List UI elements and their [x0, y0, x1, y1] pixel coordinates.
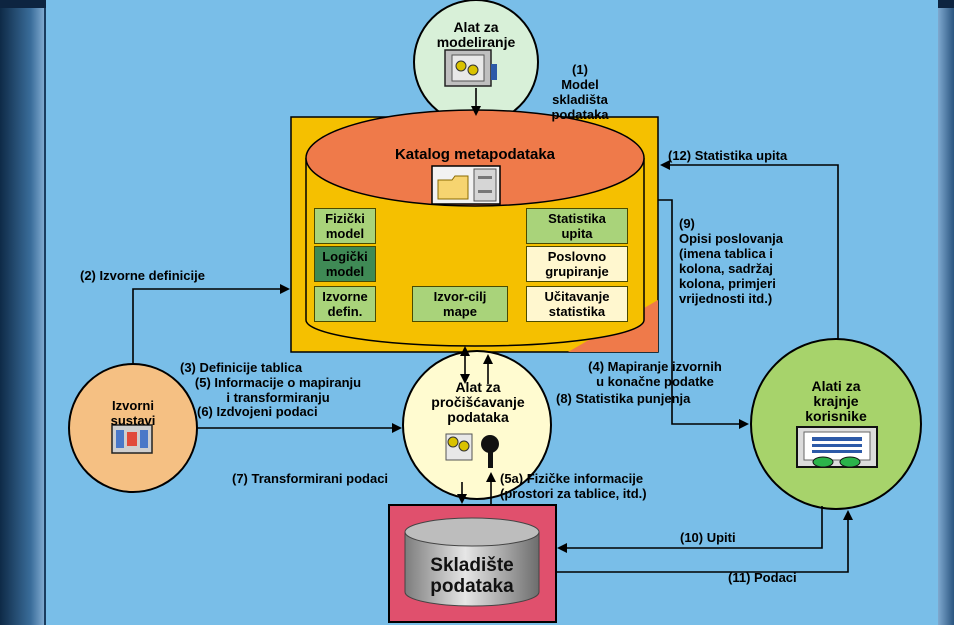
physical-model-box: Fizički model — [314, 208, 376, 244]
flow-11-label: (11) Podaci — [728, 570, 797, 585]
logical-model-box: Logički model — [314, 246, 376, 282]
catalog-label: Katalog metapodataka — [394, 146, 556, 163]
business-grouping-box: Poslovno grupiranje — [526, 246, 628, 282]
flow-9-arrow — [658, 199, 749, 429]
flow-2-arrow — [132, 284, 290, 364]
flow-5a-label: (5a) Fizičke informacije (prostori za ta… — [500, 471, 647, 501]
flow-10-label: (10) Upiti — [680, 530, 736, 545]
end-user-tools-label: Alati za krajnje korisnike — [805, 378, 867, 424]
flow-7-label: (7) Transformirani podaci — [232, 471, 389, 486]
query-stats-box: Statistika upita — [526, 208, 628, 244]
flow-9-label: (9) Opisi poslovanja (imena tablica i ko… — [679, 216, 784, 306]
modeling-tool-label: Alat za modeliranje — [436, 19, 516, 50]
safe-icon — [444, 49, 497, 87]
flow-2-label: (2) Izvorne definicije — [80, 268, 205, 283]
end-user-tools-node — [750, 338, 922, 510]
keys-icon — [445, 433, 499, 468]
source-systems-label: Izvorni sustavi — [110, 398, 156, 428]
warehouse-cylinder — [404, 532, 540, 607]
flow-10-arrow — [557, 506, 823, 553]
folder-cabinet-icon — [431, 165, 501, 205]
flow-1-label: (1) Model skladišta podataka — [551, 62, 609, 122]
flow-4-label: (4) Mapiranje izvornih u konačne podatke — [588, 359, 722, 389]
load-stats-box: Učitavanje statistika — [526, 286, 628, 322]
network-device-icon — [111, 424, 153, 454]
flow-5-label: (5) Informacije o mapiranju i transformi… — [194, 375, 362, 405]
cleaning-tool-label: Alat za pročišćavanje podataka — [431, 379, 525, 425]
monitor-icon — [796, 426, 878, 468]
flow-12-arrow — [660, 160, 839, 339]
cleaning-tool-node — [402, 350, 552, 500]
flow-8-label: (8) Statistika punjenja — [556, 391, 691, 406]
right-background-strip — [938, 0, 954, 625]
warehouse-cylinder-top — [404, 517, 540, 547]
flow-3-label: (3) Definicije tablica — [180, 360, 303, 375]
warehouse-label: Skladište podataka — [430, 555, 514, 597]
source-target-maps-box: Izvor-cilj mape — [412, 286, 508, 322]
source-defs-box: Izvorne defin. — [314, 286, 376, 322]
flow-12-label: (12) Statistika upita — [668, 148, 788, 163]
flow-11-arrow — [556, 510, 853, 573]
flow-6-label: (6) Izdvojeni podaci — [197, 404, 318, 419]
left-background-strip — [0, 0, 44, 625]
